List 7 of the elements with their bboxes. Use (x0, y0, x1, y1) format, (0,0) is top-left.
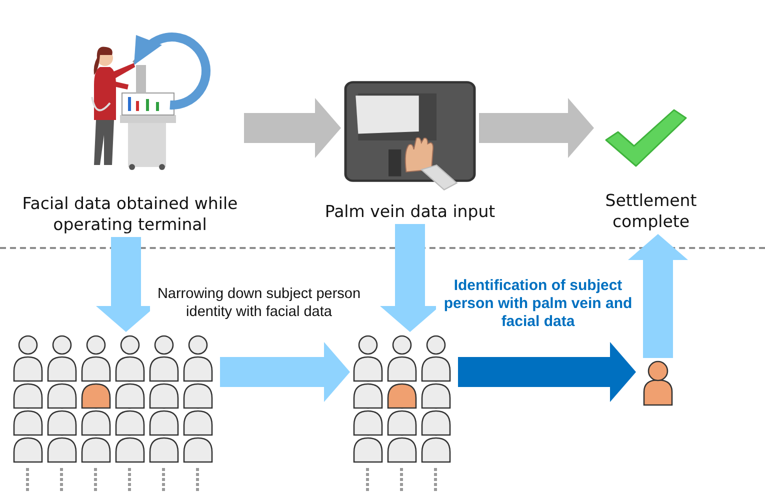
step-caption: Palm vein data input (324, 201, 496, 222)
block-arrow (220, 342, 350, 402)
step-caption: Facial data obtained while operating terminal (21, 193, 239, 235)
block-arrow (244, 98, 341, 158)
block-arrow (479, 98, 594, 158)
block-arrow (458, 342, 636, 402)
step-caption: Settlement complete (604, 190, 698, 232)
